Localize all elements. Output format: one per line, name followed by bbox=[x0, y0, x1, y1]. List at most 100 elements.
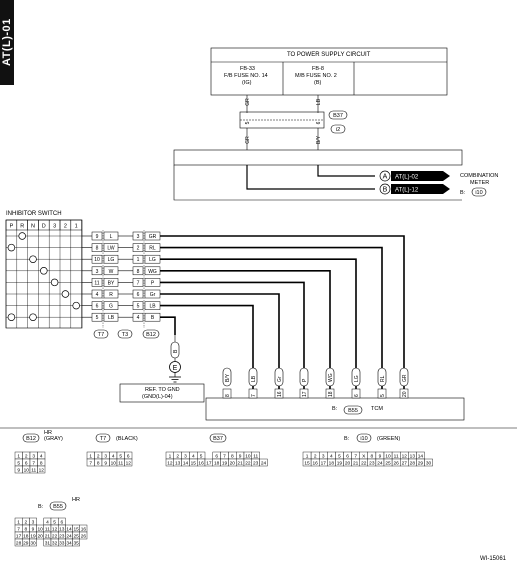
tcm-pin-7: 20 bbox=[402, 391, 408, 397]
tcm-wire-4 bbox=[160, 281, 305, 398]
tcm-pin-3: 17 bbox=[302, 391, 308, 397]
ref-arrow-b bbox=[391, 184, 450, 194]
tcm-wire-label-7: GR bbox=[402, 374, 408, 382]
b55-grid-num-2-3: 20 bbox=[38, 533, 44, 539]
fuse-right-1: FB-8 bbox=[312, 66, 324, 72]
b55-grid-num-2-8: 25 bbox=[74, 533, 80, 539]
t7-grid-num-0-1: 2 bbox=[97, 453, 100, 459]
meter-prefix: B: bbox=[460, 190, 466, 196]
i2-label: i2 bbox=[336, 127, 340, 133]
t7-pin-7: 5 bbox=[96, 315, 99, 321]
switch-contact-3 bbox=[40, 267, 48, 275]
wire-out-label-0: GR bbox=[149, 234, 157, 240]
position-cell-1 bbox=[70, 219, 82, 231]
b37-grid-num-1-5: 17 bbox=[206, 460, 212, 466]
b12-pin-3: 8 bbox=[137, 269, 140, 275]
tcm-wire-5 bbox=[160, 293, 280, 398]
b12-pin-2: 1 bbox=[137, 257, 140, 263]
b55-grid-num-1-8: 15 bbox=[74, 526, 80, 532]
wire-out-label-4: P bbox=[151, 280, 155, 286]
i10-grid-num-1-2: 17 bbox=[321, 460, 327, 466]
t7-pin-box-2 bbox=[91, 254, 103, 264]
b55-grid-num-2-6: 23 bbox=[59, 533, 65, 539]
wire-top-gr-upper: GR bbox=[245, 98, 251, 106]
b37-grid-num-0-1: 2 bbox=[176, 453, 179, 459]
ref-circle-a bbox=[379, 170, 391, 182]
fuse-left-3: (IG) bbox=[242, 80, 252, 86]
wire-out-label-3: WG bbox=[148, 269, 157, 275]
i10-grid-num-0-14: 14 bbox=[418, 453, 424, 459]
tcm-pin-box-4 bbox=[325, 388, 335, 399]
b12-pin-6: 5 bbox=[137, 304, 140, 310]
b55-grid-num-1-6: 13 bbox=[59, 526, 65, 532]
i10-grid-num-1-9: 24 bbox=[377, 460, 383, 466]
t7-pin-box-4 bbox=[91, 278, 103, 287]
i10-grid-num-0-6: 7 bbox=[354, 453, 357, 459]
wire-in-label-7: LB bbox=[108, 315, 115, 321]
t7-pin-4: 11 bbox=[94, 280, 99, 286]
ground-ref-1: REF. TO GND bbox=[145, 387, 180, 393]
b12-pin-0: 3 bbox=[137, 234, 140, 240]
legend-b12-label-pill bbox=[22, 433, 40, 443]
b37-grid-num-0-8: 8 bbox=[231, 453, 234, 459]
b37-pin-6: 6 bbox=[316, 121, 322, 124]
b55-grid-num-2-9: 26 bbox=[81, 533, 87, 539]
legend-t7-label-pill bbox=[95, 433, 111, 443]
legend-b37-label: B37 bbox=[213, 436, 223, 442]
b55-grid-cell-3-8 bbox=[72, 538, 80, 547]
i10-grid-num-1-5: 20 bbox=[345, 460, 351, 466]
b55-grid-num-2-4: 21 bbox=[45, 533, 51, 539]
b12-grid-num-2-0: 9 bbox=[17, 467, 20, 473]
position-label-p: P bbox=[10, 224, 14, 230]
b55-grid-num-3-2: 30 bbox=[30, 540, 36, 546]
tcm-wire-3 bbox=[160, 270, 331, 398]
i10-grid-num-1-3: 18 bbox=[329, 460, 335, 466]
b55-grid-num-3-0: 28 bbox=[16, 540, 22, 546]
tcm-pin-box-6 bbox=[377, 388, 387, 399]
b12-label: B12 bbox=[146, 332, 156, 338]
b55-grid-num-2-1: 18 bbox=[23, 533, 29, 539]
fuse-left-2: F/B FUSE NO. 14 bbox=[224, 73, 268, 79]
b55-grid-num-3-8: 35 bbox=[74, 540, 80, 546]
b55-grid-num-2-5: 22 bbox=[52, 533, 58, 539]
switch-contact-4 bbox=[50, 278, 59, 287]
t7-pin-2: 10 bbox=[94, 257, 100, 263]
b37-grid-num-1-8: 20 bbox=[230, 460, 236, 466]
tcm-wire-label-4: WG bbox=[328, 373, 334, 382]
b37-pin-5: 5 bbox=[245, 121, 251, 124]
i10-grid-num-0-1: 2 bbox=[314, 453, 317, 459]
i10-grid-cell-1-15 bbox=[424, 458, 433, 467]
i10-grid-num-1-13: 28 bbox=[410, 460, 416, 466]
i10-grid-num-0-2: 3 bbox=[322, 453, 325, 459]
t7-pin-box-5 bbox=[91, 289, 103, 299]
wire-in-label-2: LG bbox=[108, 257, 115, 263]
i2-label-pill bbox=[330, 124, 346, 134]
i10-grid-num-0-11: 11 bbox=[394, 453, 399, 459]
tcm-wire-pill-5 bbox=[351, 367, 361, 387]
b12-pin-box-2 bbox=[132, 254, 144, 264]
byaux bbox=[160, 285, 227, 398]
ref-letter-a: A bbox=[383, 174, 388, 181]
b12-grid-num-1-1: 6 bbox=[25, 460, 28, 466]
b55-grid-num-2-2: 19 bbox=[30, 533, 36, 539]
b55-grid-num-3-6: 33 bbox=[59, 540, 65, 546]
legend-b12-tag: HR bbox=[44, 430, 52, 436]
switch-contact-0 bbox=[18, 232, 26, 240]
b55-grid-num-3-7: 34 bbox=[66, 540, 72, 546]
legend-b12-label: B12 bbox=[26, 436, 36, 442]
b55-grid-num-1-0: 7 bbox=[17, 526, 20, 532]
tcm-wire-pill-7 bbox=[399, 367, 409, 387]
t7-grid-num-1-4: 11 bbox=[118, 460, 123, 466]
b55-grid-num-0-6: 6 bbox=[60, 519, 63, 525]
i10-grid-num-0-7: X bbox=[362, 453, 366, 459]
t7-pin-box-1 bbox=[91, 243, 103, 252]
b12-grid-num-0-1: 2 bbox=[25, 453, 28, 459]
t7-grid-num-1-1: 8 bbox=[97, 460, 100, 466]
wire-out-label-2: LG bbox=[149, 257, 156, 263]
b55-grid-num-2-0: 17 bbox=[16, 533, 22, 539]
i10-grid-num-1-4: 19 bbox=[337, 460, 343, 466]
b12-pin-4: 7 bbox=[137, 280, 140, 286]
b55-label: B55 bbox=[348, 408, 358, 414]
legend-t7-label: T7 bbox=[100, 436, 106, 442]
